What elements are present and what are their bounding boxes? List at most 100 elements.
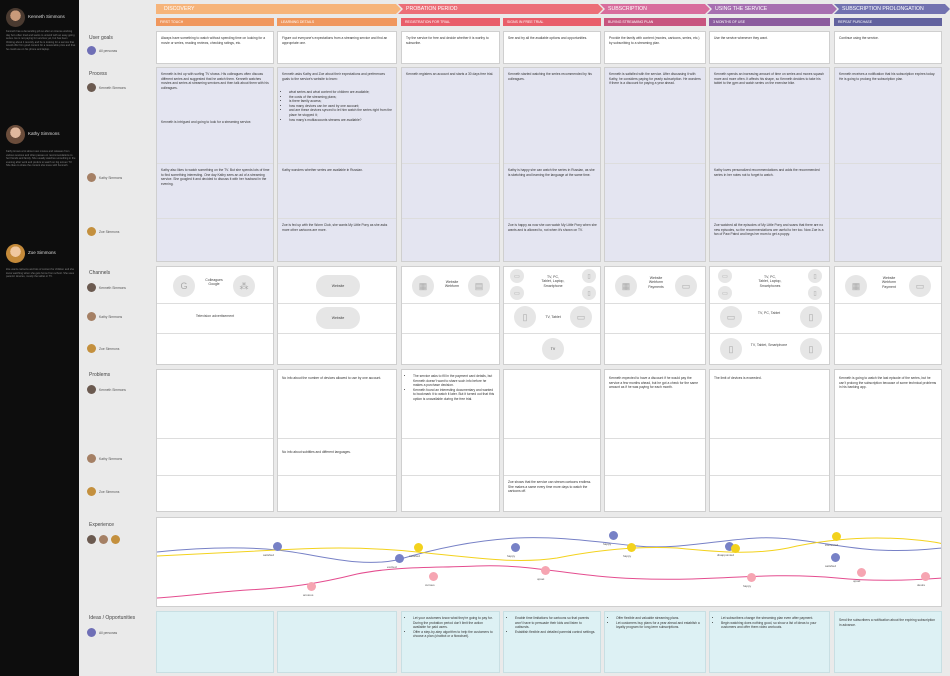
stage-3-months: 3 months of use — [709, 18, 830, 26]
problem-card: No info about the number of devices allo… — [277, 369, 397, 512]
problem-card: The limit of devices is exceeded. — [709, 369, 830, 512]
idea-card: Offer flexible and valuable streaming pl… — [604, 611, 706, 673]
stage-repeat-purchase: Repeat purchase — [834, 18, 942, 26]
web-icon: ▦ — [845, 275, 867, 297]
journey-map-board: Discovery Probation period Subscription … — [79, 0, 950, 676]
web-icon: ▦ — [412, 275, 434, 297]
emotion-face-icon — [541, 566, 550, 575]
lane-label-process: Process — [89, 71, 108, 77]
channel-card: ▭ ▭ TV, PC,Tablet, Laptop,Smartphone ▯ ▯… — [503, 266, 601, 365]
tablet-icon: ▯ — [720, 338, 742, 360]
persona-pill-zoe: Zoe Simmons — [87, 344, 119, 353]
experience-curves — [157, 537, 941, 599]
persona-pill-zoe: Zoe Simmons — [87, 487, 119, 496]
persona-name: Zoe Simmons — [28, 250, 56, 255]
stage-first-touch: First touch — [156, 18, 274, 26]
tablet-icon: ▯ — [800, 306, 822, 328]
process-card: Kenneth receives a notification that his… — [834, 67, 942, 262]
persona-pill-zoe: Zoe Simmons — [87, 227, 119, 236]
channel-label: TV, Tablet — [545, 315, 561, 319]
channel-label: TV, Tablet, Smartphone — [750, 343, 788, 347]
emotion-face-icon — [429, 572, 438, 581]
lane-label-experience: Experience — [89, 522, 115, 528]
phone-icon: ▯ — [800, 338, 822, 360]
problem-list: The service asks to fill in the payment … — [406, 374, 496, 402]
phone-icon: ▯ — [582, 286, 596, 300]
persona-pill-all: All personas — [87, 46, 117, 55]
goal-card: Provide the family with content (movies,… — [604, 31, 706, 64]
lane-label-problems: Problems — [89, 372, 111, 378]
persona-pill-all: All personas — [87, 628, 117, 637]
form-icon: ▤ — [468, 275, 490, 297]
idea-list: Let subscribers change the streaming pla… — [714, 616, 826, 630]
stage-buying-plan: Buying streaming plan — [604, 18, 706, 26]
stage-free-trial: Signs in free trial — [503, 18, 601, 26]
phase-subscription: Subscription — [600, 4, 710, 14]
idea-list: Enable time limitations for cartoons so … — [508, 616, 597, 634]
problem-card: The service asks to fill in the payment … — [401, 369, 500, 512]
process-card: Kenneth is fed up with surfing TV shows.… — [156, 67, 274, 262]
idea-card: Send the subscribers a notification abou… — [834, 611, 942, 673]
stage-learning-details: Learning details — [277, 18, 397, 26]
tv-icon: ▭ — [570, 306, 592, 328]
persona-name: Kathy Simmons — [28, 131, 60, 136]
channel-pill: Website — [316, 275, 360, 297]
avatar — [6, 244, 25, 263]
persona-pill-kathy: Kathy Simmons — [87, 173, 122, 182]
phase-probation: Probation period — [398, 4, 603, 14]
emotion-face-icon — [857, 568, 866, 577]
phone-icon: ▯ — [808, 286, 822, 300]
persona-pill-kenneth: Kenneth Simmons — [87, 83, 126, 92]
channel-label: Television advertisement — [195, 314, 235, 318]
lane-label-channels: Channels — [89, 270, 111, 276]
idea-list: Offer flexible and valuable streaming pl… — [609, 616, 702, 630]
process-card: Kenneth started watching the series reco… — [503, 67, 601, 262]
channel-card: Website Website — [277, 266, 397, 365]
process-card: Kenneth spends an increasing amount of t… — [709, 67, 830, 262]
idea-list: Let your customers know what they're goi… — [406, 616, 496, 639]
avatar — [6, 125, 25, 144]
laptop-icon: ▭ — [510, 286, 524, 300]
channel-card: ▭ ▭ TV, PC,Tablet, Laptop,Smartphones ▯ … — [709, 266, 830, 365]
tv-icon: ▭ — [510, 269, 524, 283]
emotion-face-icon — [395, 554, 404, 563]
goal-card: Try the service for free and decide whet… — [401, 31, 500, 64]
channel-label: TV, PC,Tablet, Laptop,Smartphones — [758, 275, 782, 288]
emotion-face-icon — [832, 532, 841, 541]
emotion-face-icon — [831, 553, 840, 562]
emotion-face-icon — [921, 572, 930, 581]
card-icon: ▭ — [909, 275, 931, 297]
problem-card: Kenneth expected to have a discount if h… — [604, 369, 706, 512]
emotion-face-icon — [627, 543, 636, 552]
goal-card: Continue using the service. — [834, 31, 942, 64]
process-list: what series and what content for childre… — [282, 90, 393, 122]
idea-card: Enable time limitations for cartoons so … — [503, 611, 601, 673]
stage-registration: Registration for trial — [401, 18, 500, 26]
persona-pill-kathy: Kathy Simmons — [87, 312, 122, 321]
process-card: Kenneth is satisfied with the service. A… — [604, 67, 706, 262]
google-icon: G — [173, 275, 195, 297]
phase-discovery: Discovery — [156, 4, 401, 14]
persona-pill-kenneth: Kenneth Simmons — [87, 283, 126, 292]
tablet-icon: ▯ — [582, 269, 596, 283]
persona-name: Kenneth Simmons — [28, 14, 65, 19]
emotion-face-icon — [414, 543, 423, 552]
emotion-face-icon — [307, 582, 316, 591]
persona-sidebar: Kenneth Simmons Kenneth has a demanding … — [0, 0, 79, 676]
phase-prolongation: Subscription prolongation — [834, 4, 950, 14]
process-card: Kenneth registers an account and starts … — [401, 67, 500, 262]
goal-card: See and try all the available options an… — [503, 31, 601, 64]
emotion-face-icon — [731, 544, 740, 553]
card-icon: ▭ — [675, 275, 697, 297]
tablet-icon: ▯ — [514, 306, 536, 328]
persona-description: Kathy knows a lot about new movies and r… — [6, 150, 76, 168]
process-card: Kenneth asks Kathy and Zoe about their e… — [277, 67, 397, 262]
channel-label: TV, PC,Tablet, Laptop,Smartphone — [541, 275, 565, 288]
